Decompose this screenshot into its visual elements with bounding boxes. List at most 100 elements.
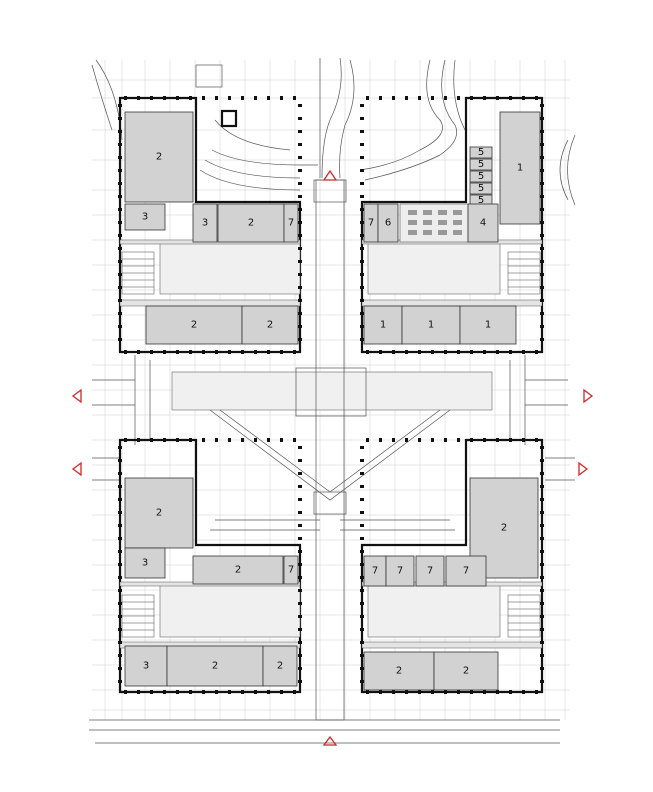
column xyxy=(540,602,544,605)
room-number-label: 4 xyxy=(480,218,486,229)
column xyxy=(540,576,544,579)
column xyxy=(267,690,270,694)
room xyxy=(124,547,166,579)
column xyxy=(535,690,538,694)
room-number-label: 5 xyxy=(478,183,484,194)
column xyxy=(360,104,364,107)
room xyxy=(192,203,218,243)
column xyxy=(118,221,122,224)
column xyxy=(540,156,544,159)
column xyxy=(118,472,122,475)
column xyxy=(457,96,460,100)
column xyxy=(360,576,364,579)
room-number-label: 2 xyxy=(463,666,469,677)
entrance-marker-left-upper xyxy=(71,388,82,404)
column xyxy=(118,338,122,341)
column xyxy=(118,182,122,185)
column xyxy=(360,589,364,592)
room-number-label: 2 xyxy=(156,508,162,519)
room xyxy=(499,111,541,225)
column xyxy=(483,438,486,442)
column xyxy=(540,589,544,592)
room xyxy=(445,555,487,587)
column xyxy=(405,438,408,442)
column xyxy=(176,350,179,354)
column xyxy=(360,667,364,670)
column xyxy=(360,273,364,276)
column xyxy=(379,690,382,694)
corridor-band xyxy=(361,299,543,307)
column xyxy=(405,690,408,694)
column xyxy=(540,654,544,657)
room-number-label: 2 xyxy=(191,320,197,331)
room xyxy=(283,555,299,585)
column xyxy=(360,234,364,237)
column xyxy=(470,350,473,354)
room-number-label: 1 xyxy=(428,320,434,331)
desk xyxy=(438,220,447,225)
column xyxy=(293,690,296,694)
column xyxy=(215,350,218,354)
column xyxy=(189,350,192,354)
column xyxy=(540,628,544,631)
column xyxy=(118,169,122,172)
column xyxy=(360,615,364,618)
column xyxy=(298,576,302,579)
column xyxy=(298,485,302,488)
column xyxy=(298,563,302,566)
column xyxy=(540,299,544,302)
column xyxy=(298,628,302,631)
column xyxy=(298,273,302,276)
column xyxy=(360,182,364,185)
column xyxy=(137,350,140,354)
column xyxy=(189,438,192,442)
column xyxy=(431,350,434,354)
column xyxy=(540,338,544,341)
column xyxy=(150,96,153,100)
room-number-label: 1 xyxy=(517,163,523,174)
column xyxy=(540,234,544,237)
column xyxy=(118,602,122,605)
column xyxy=(540,247,544,250)
column xyxy=(118,299,122,302)
column xyxy=(298,602,302,605)
column xyxy=(293,96,296,100)
column xyxy=(540,641,544,644)
column xyxy=(254,350,257,354)
room xyxy=(385,555,415,587)
column xyxy=(540,117,544,120)
desk xyxy=(408,230,417,235)
column xyxy=(431,690,434,694)
column xyxy=(444,350,447,354)
column xyxy=(298,234,302,237)
entrance-marker-top xyxy=(322,169,338,181)
column xyxy=(360,312,364,315)
column xyxy=(379,350,382,354)
column xyxy=(360,299,364,302)
wing-outline xyxy=(360,438,544,694)
column xyxy=(431,96,434,100)
column xyxy=(202,96,205,100)
column xyxy=(379,96,382,100)
column xyxy=(457,350,460,354)
column xyxy=(280,690,283,694)
column xyxy=(366,350,369,354)
column xyxy=(298,550,302,553)
column xyxy=(118,615,122,618)
column xyxy=(298,498,302,501)
column xyxy=(444,96,447,100)
column xyxy=(118,260,122,263)
column xyxy=(366,96,369,100)
room-number-label: 2 xyxy=(396,666,402,677)
wing-outline xyxy=(118,96,302,354)
column xyxy=(118,130,122,133)
column xyxy=(202,690,205,694)
column xyxy=(540,615,544,618)
desk xyxy=(438,210,447,215)
desk xyxy=(453,230,462,235)
column xyxy=(298,325,302,328)
column xyxy=(202,438,205,442)
column xyxy=(118,641,122,644)
room-number-label: 1 xyxy=(380,320,386,331)
